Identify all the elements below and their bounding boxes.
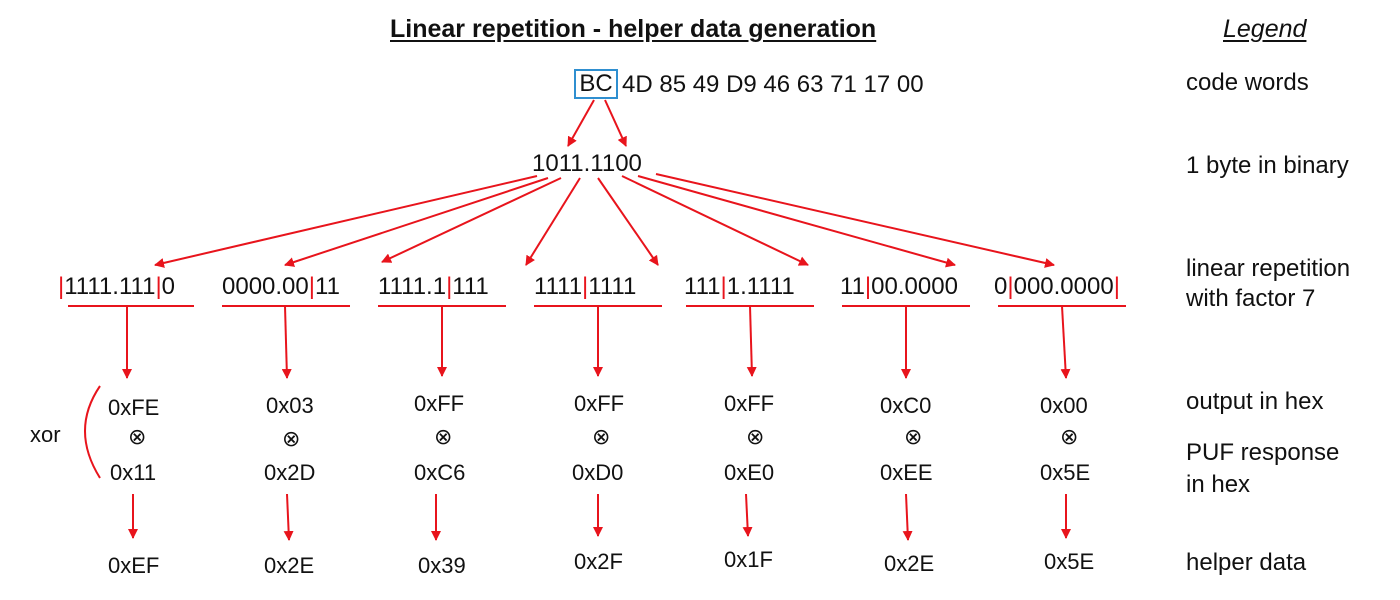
puf-hex-2: 0x2D	[264, 460, 316, 485]
helper-hex-4: 0x2F	[574, 549, 623, 574]
xor-symbol-1: ⊗	[128, 424, 147, 449]
arrow-down-helper-6	[902, 493, 913, 541]
legend-puf-line1: PUF response	[1186, 439, 1340, 466]
puf-hex-5: 0xE0	[724, 460, 775, 485]
rep-group-6: 11|00.0000	[840, 273, 958, 300]
helper-hex-6: 0x2E	[884, 551, 935, 576]
output-hex-3: 0xFF	[414, 391, 465, 416]
rep-group-3: 1111.1|111	[378, 273, 489, 300]
rep-group-4: 1111|1111	[534, 273, 637, 300]
xor-symbol-2: ⊗	[282, 426, 301, 451]
arrow-bit-8	[655, 173, 1055, 268]
puf-hex-4: 0xD0	[572, 460, 624, 485]
arrow-bit-4	[525, 177, 581, 266]
xor-symbol-6: ⊗	[904, 424, 923, 449]
legend-output-hex: output in hex	[1186, 388, 1324, 415]
xor-symbol-5: ⊗	[746, 424, 765, 449]
output-hex-5: 0xFF	[724, 391, 775, 416]
arrow-bc-right	[604, 99, 627, 147]
rep-group-5: 111|1.1111	[684, 273, 795, 300]
legend-repetition-line1: linear repetition	[1186, 255, 1351, 282]
legend-helper-data: helper data	[1186, 549, 1307, 576]
puf-hex-6: 0xEE	[880, 460, 933, 485]
arrow-bit-6	[621, 175, 809, 266]
arrow-down-helper-2	[283, 493, 294, 541]
legend-code-words: code words	[1186, 69, 1309, 96]
arrow-bc-left	[567, 99, 595, 147]
arrow-bit-3	[381, 177, 562, 263]
output-hex-1: 0xFE	[108, 395, 160, 420]
arrow-down-out-7	[1060, 305, 1071, 379]
arrow-down-out-2	[281, 305, 292, 379]
rep-group-2: 0000.00|11	[222, 273, 340, 300]
helper-hex-2: 0x2E	[264, 553, 315, 578]
xor-symbol-7: ⊗	[1060, 424, 1079, 449]
xor-brace	[84, 385, 101, 479]
rep-group-7: 0|000.0000|	[994, 273, 1120, 300]
helper-hex-1: 0xEF	[108, 553, 160, 578]
output-hex-6: 0xC0	[880, 393, 932, 418]
helper-hex-5: 0x1F	[724, 547, 773, 572]
rep-group-1: |1111.111|0	[58, 273, 176, 300]
xor-symbol-3: ⊗	[434, 424, 453, 449]
puf-hex-7: 0x5E	[1040, 460, 1091, 485]
diagram-title: Linear repetition - helper data generati…	[390, 15, 877, 43]
legend-repetition-line2: with factor 7	[1186, 285, 1316, 312]
helper-hex-7: 0x5E	[1044, 549, 1095, 574]
highlighted-code-word: BC	[574, 69, 618, 99]
byte-binary: 1011.1100	[532, 150, 642, 177]
output-hex-2: 0x03	[266, 393, 314, 418]
arrow-bit-2	[284, 177, 549, 267]
puf-hex-1: 0x11	[110, 460, 157, 485]
arrow-bit-5	[597, 177, 659, 266]
output-hex-4: 0xFF	[574, 391, 625, 416]
output-hex-7: 0x00	[1040, 393, 1088, 418]
arrow-down-helper-5	[742, 493, 753, 537]
xor-symbol-4: ⊗	[592, 424, 611, 449]
legend-heading: Legend	[1223, 15, 1307, 43]
helper-hex-3: 0x39	[418, 553, 466, 578]
legend-byte-binary: 1 byte in binary	[1186, 152, 1349, 179]
arrow-bit-1	[154, 175, 538, 268]
arrow-down-out-5	[746, 305, 757, 377]
arrow-bit-7	[637, 175, 956, 268]
code-words-rest: 4D 85 49 D9 46 63 71 17 00	[622, 71, 924, 98]
puf-hex-3: 0xC6	[414, 460, 466, 485]
legend-puf-line2: in hex	[1186, 471, 1251, 498]
xor-label: xor	[30, 422, 61, 447]
